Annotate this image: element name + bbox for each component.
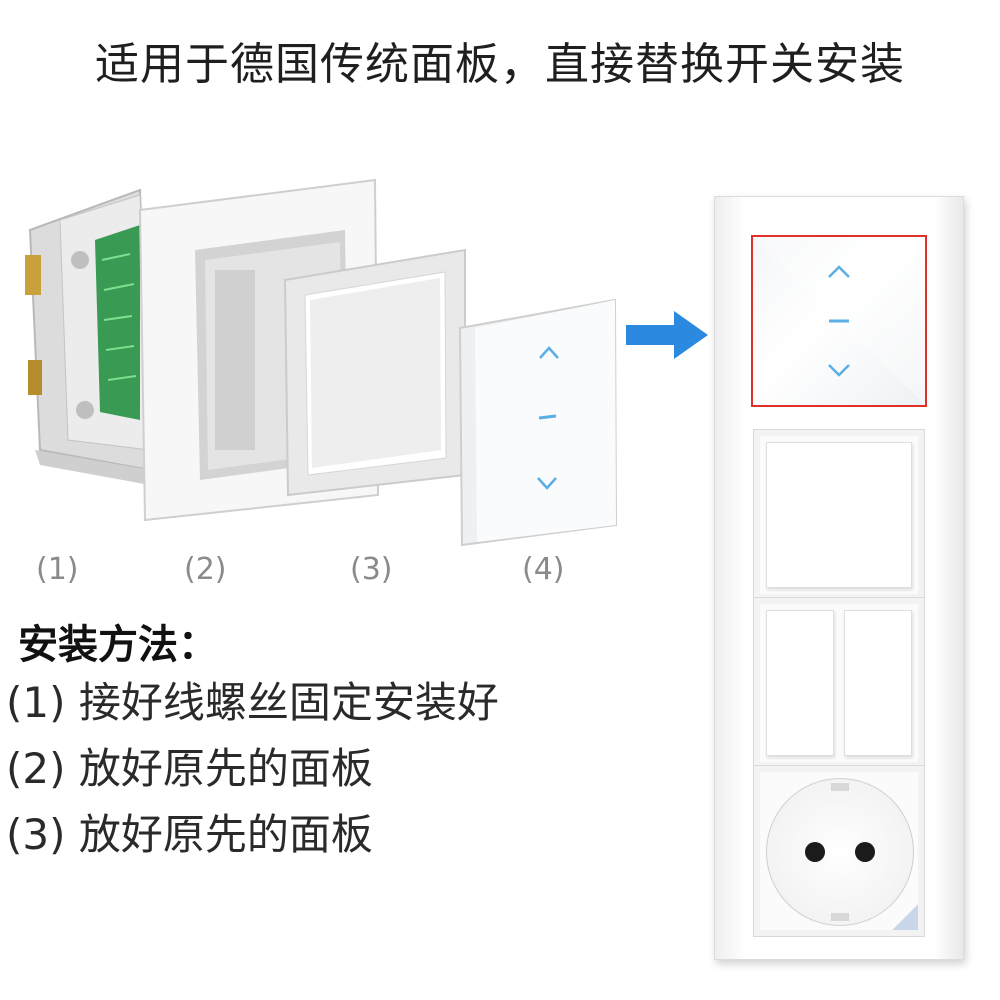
step-label-4: (4) (522, 552, 565, 587)
step-label-1: (1) (36, 552, 79, 587)
mechanism-part (25, 188, 152, 485)
earth-clip-top (831, 783, 849, 791)
installed-panel (714, 196, 964, 960)
rocker-button-left (766, 610, 834, 756)
chevron-down-icon (537, 477, 557, 490)
single-rocker-switch (753, 429, 925, 601)
socket-hole-left (805, 842, 825, 862)
step-label-2: (2) (184, 552, 227, 587)
step-label-3: (3) (350, 552, 393, 587)
headline: 适用于德国传统面板，直接替换开关安装 (95, 39, 905, 90)
method-step-3: (3) 放好原先的面板 (6, 810, 373, 859)
chevron-up-icon (828, 265, 850, 278)
double-rocker-switch (753, 597, 925, 769)
method-title: 安装方法： (18, 622, 218, 668)
touch-panel-part (458, 298, 618, 547)
adapter-frame-part (283, 248, 466, 497)
chevron-down-icon (828, 364, 850, 377)
socket-face (766, 778, 914, 926)
stop-dash-icon (538, 414, 557, 420)
rocker-button-right (844, 610, 912, 756)
rocker-button (766, 442, 912, 588)
schuko-socket (753, 765, 925, 937)
exploded-assembly (25, 178, 618, 547)
arrow-right-icon (626, 311, 708, 359)
power-indicator-icon (892, 904, 918, 930)
method-steps: (1) 接好线螺丝固定安装好 (2) 放好原先的面板 (3) 放好原先的面板 (6, 670, 499, 868)
earth-clip-bottom (831, 913, 849, 921)
touch-switch-module (751, 235, 927, 407)
chevron-up-icon (539, 346, 559, 359)
method-step-2: (2) 放好原先的面板 (6, 744, 373, 793)
touch-icons (753, 237, 925, 405)
method-step-1: (1) 接好线螺丝固定安装好 (6, 678, 499, 727)
socket-hole-right (855, 842, 875, 862)
step-labels: (1) (2) (3) (4) (0, 552, 640, 602)
